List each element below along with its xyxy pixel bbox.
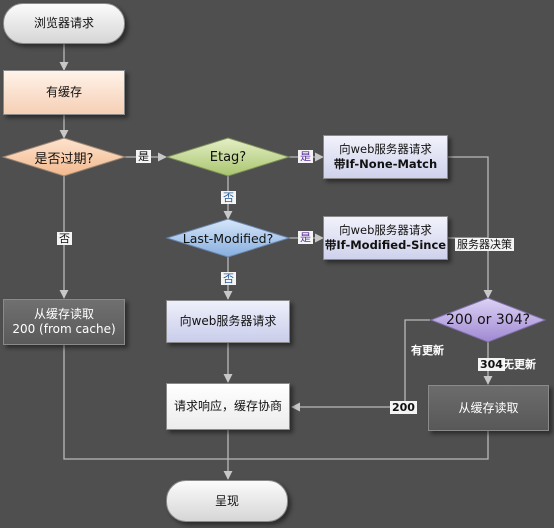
present-label: 呈现 xyxy=(214,493,239,508)
edge-label-304: 304 xyxy=(478,358,505,371)
has-cache-label: 有缓存 xyxy=(45,85,82,99)
read-cache-label-1: 从缓存读取 xyxy=(33,307,94,321)
request-ims-label-2: 带If-Modified-Since xyxy=(324,238,447,252)
response-negotiate-label: 请求响应，缓存协商 xyxy=(173,399,282,413)
request-inm-label-1: 向web服务器请求 xyxy=(339,142,432,156)
read-cache-box: 从缓存读取 200 (from cache) xyxy=(3,299,125,345)
edge-label-yes-lastmod: 是 xyxy=(298,231,313,244)
lastmod-diamond xyxy=(165,218,291,258)
edge-label-no-etag: 否 xyxy=(221,191,236,204)
status-diamond xyxy=(429,297,547,343)
request-inm-box: 向web服务器请求 带If-None-Match xyxy=(323,135,448,179)
edge-status-updated xyxy=(291,319,430,412)
start-label: 浏览器请求 xyxy=(33,16,94,30)
edge-cache2-to-present xyxy=(228,431,489,460)
response-negotiate-box: 请求响应，缓存协商 xyxy=(166,383,290,430)
request-ims-box: 向web服务器请求 带If-Modified-Since xyxy=(323,216,448,260)
etag-diamond xyxy=(165,137,291,177)
read-cache-label-2: 200 (from cache) xyxy=(12,322,116,336)
edge-cache-to-present xyxy=(63,345,228,460)
edge-label-updated: 有更新 xyxy=(411,344,444,357)
edge-inm-to-status xyxy=(448,156,493,299)
read-cache2-label: 从缓存读取 xyxy=(458,400,519,415)
request-inm-label-2: 带If-None-Match xyxy=(333,157,438,171)
edge-label-yes-etag: 是 xyxy=(298,150,313,163)
read-cache2-box: 从缓存读取 xyxy=(428,385,549,431)
expired-diamond xyxy=(1,137,127,177)
edge-label-no-lastmod: 否 xyxy=(221,272,236,285)
edge-label-no-expired: 否 xyxy=(57,232,72,245)
edge-label-not-updated: 无更新 xyxy=(503,358,536,371)
edge-label-200: 200 xyxy=(390,401,417,414)
edge-label-server-decides: 服务器决策 xyxy=(455,238,514,251)
edge-label-yes-expired: 是 xyxy=(136,150,151,163)
present-node: 呈现 xyxy=(166,480,288,522)
request-ims-label-1: 向web服务器请求 xyxy=(339,223,432,237)
start-node: 浏览器请求 xyxy=(3,3,125,44)
has-cache-box: 有缓存 xyxy=(3,70,125,115)
decision-shapes xyxy=(1,137,547,343)
request-server-label: 向web服务器请求 xyxy=(179,314,277,328)
request-server-box: 向web服务器请求 xyxy=(166,300,290,343)
